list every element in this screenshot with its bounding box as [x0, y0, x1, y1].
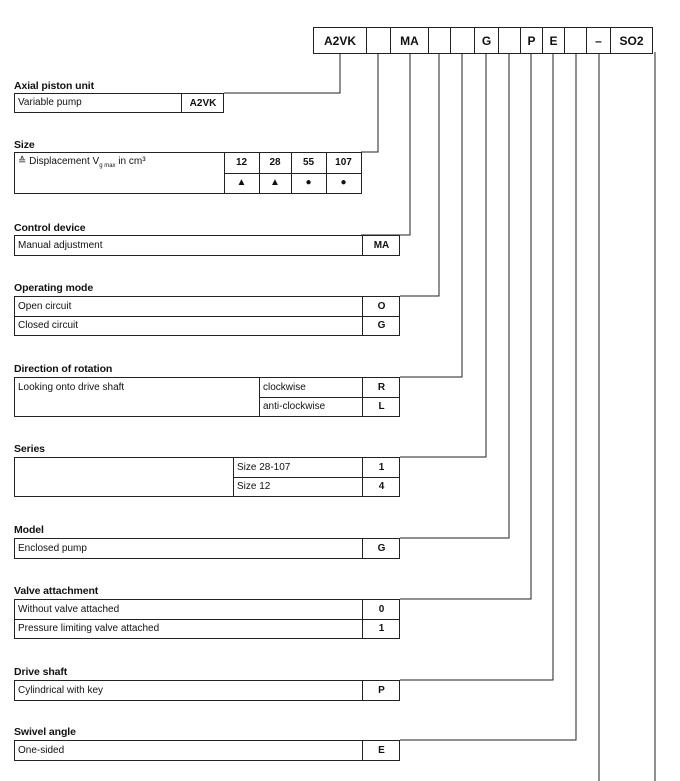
heading-operating: Operating mode: [14, 282, 94, 294]
valve-without-code: 0: [362, 600, 400, 619]
series-1-code: 1: [362, 458, 400, 477]
heading-swivel: Swivel angle: [14, 726, 76, 738]
model-label: Enclosed pump: [18, 543, 87, 554]
heading-size: Size: [14, 139, 35, 151]
control-label: Manual adjustment: [18, 240, 103, 251]
code-cell-series-no: G: [475, 28, 499, 53]
connector-shaft: [400, 52, 554, 681]
series-1-label: Size 28-107: [237, 462, 291, 473]
shaft-label: Cylindrical with key: [18, 685, 104, 696]
axial-label: Variable pump: [18, 97, 82, 108]
code-cell-shaft: E: [543, 28, 565, 53]
rotation-label: Looking onto drive shaft: [18, 382, 125, 393]
connector-size: [361, 52, 379, 153]
series-4-label: Size 12: [237, 481, 271, 492]
series-4-code: 4: [362, 477, 400, 496]
size-107-mark-icon: ●: [340, 177, 347, 188]
table-valve: Without valve attached 0 Pressure limiti…: [14, 599, 400, 639]
swivel-code: E: [362, 741, 400, 760]
code-cell-control: MA: [391, 28, 429, 53]
code-cell-series: A2VK: [314, 28, 367, 53]
size-55: 55: [302, 157, 315, 168]
heading-shaft: Drive shaft: [14, 666, 68, 678]
rotation-ccw-code: L: [362, 397, 400, 416]
control-code: MA: [362, 236, 400, 255]
table-series: Size 28-107 1 Size 12 4: [14, 457, 400, 497]
rotation-ccw-label: anti-clockwise: [263, 401, 326, 412]
valve-without-label: Without valve attached: [18, 604, 120, 615]
operating-closed-label: Closed circuit: [18, 320, 79, 331]
heading-model: Model: [14, 524, 44, 536]
size-heading-text: Size: [14, 139, 35, 151]
size-107: 107: [335, 157, 352, 168]
size-28-mark-icon: ▲: [270, 177, 280, 188]
code-cell-model: [499, 28, 521, 53]
heading-rotation: Direction of rotation: [14, 363, 113, 375]
connector-operating: [400, 52, 440, 297]
heading-series: Series: [14, 443, 45, 455]
connector-series: [400, 52, 487, 458]
code-cell-swivel: [565, 28, 587, 53]
code-cell-dash: –: [587, 28, 611, 53]
size-label: ≙ Displacement Vg max in cm³: [18, 156, 146, 169]
connector-swivel: [400, 52, 577, 741]
operating-open-label: Open circuit: [18, 301, 72, 312]
connector-valve: [400, 52, 532, 600]
table-model: Enclosed pump G: [14, 538, 400, 559]
code-cell-valve: P: [521, 28, 543, 53]
connector-axial: [224, 52, 341, 94]
heading-control: Control device: [14, 222, 86, 234]
size-12-mark-icon: ▲: [236, 177, 247, 188]
table-swivel: One-sided E: [14, 740, 400, 761]
operating-open-code: O: [362, 297, 400, 316]
ordering-code-row: A2VK MA G P E – SO2: [313, 27, 653, 54]
operating-closed-code: G: [362, 316, 400, 335]
table-operating: Open circuit O Closed circuit G: [14, 296, 400, 336]
table-control: Manual adjustment MA: [14, 235, 400, 256]
code-cell-rotation: [451, 28, 475, 53]
table-rotation: Looking onto drive shaft clockwise R ant…: [14, 377, 400, 417]
connector-control: [361, 52, 411, 236]
swivel-label: One-sided: [18, 745, 65, 756]
code-cell-special: SO2: [619, 33, 644, 48]
model-code: G: [362, 539, 400, 558]
size-label-suffix: in cm³: [115, 156, 146, 167]
rotation-cw-label: clockwise: [263, 382, 306, 393]
rotation-cw-code: R: [362, 378, 400, 397]
table-size: ≙ Displacement Vg max in cm³ 12 28 55 10…: [14, 152, 362, 194]
table-axial: Variable pump A2VK: [14, 93, 224, 113]
code-cell-size: [367, 28, 391, 53]
size-label-prefix: ≙ Displacement V: [18, 156, 100, 167]
connector-model: [400, 52, 510, 539]
connector-rotation: [400, 52, 463, 378]
size-12: 12: [235, 157, 248, 168]
code-cell-operating: [429, 28, 451, 53]
shaft-code: P: [362, 681, 400, 700]
size-label-sub: g max: [99, 163, 116, 169]
axial-code: A2VK: [181, 94, 224, 112]
size-28: 28: [269, 157, 281, 168]
table-shaft: Cylindrical with key P: [14, 680, 400, 701]
valve-pressure-label: Pressure limiting valve attached: [18, 623, 160, 634]
size-55-mark-icon: ●: [305, 177, 312, 188]
heading-valve: Valve attachment: [14, 585, 99, 597]
heading-axial: Axial piston unit: [14, 80, 94, 92]
valve-pressure-code: 1: [362, 619, 400, 638]
